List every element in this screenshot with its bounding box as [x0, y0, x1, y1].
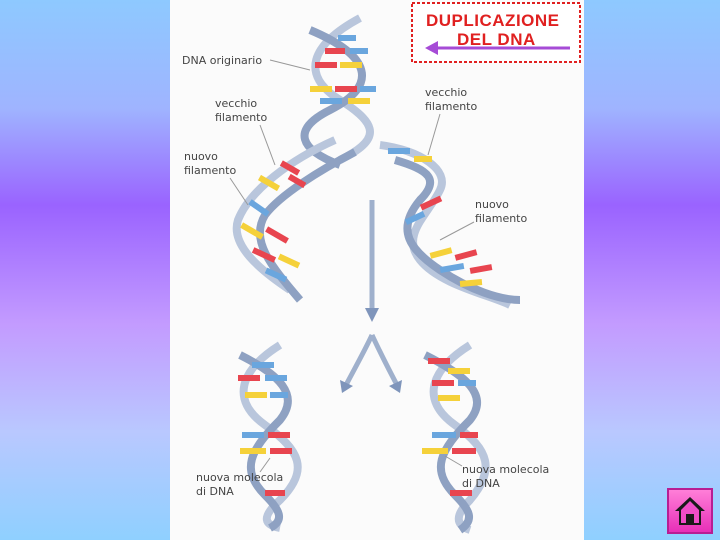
left-replicating-branch [237, 140, 355, 300]
title-line2: DEL DNA [457, 30, 536, 49]
label-new-strand-right: nuovo [475, 198, 509, 211]
label-old-strand-left-2: filamento [215, 111, 267, 124]
label-old-strand-right: vecchio [425, 86, 467, 99]
title-box: DUPLICAZIONE DEL DNA [412, 3, 580, 62]
new-molecule-right [422, 345, 486, 530]
label-new-molecule-left-2: di DNA [196, 485, 234, 498]
label-new-molecule-left: nuova molecola [196, 471, 283, 484]
label-new-molecule-right-2: di DNA [462, 477, 500, 490]
label-new-strand-right-2: filamento [475, 212, 527, 225]
label-new-molecule-right: nuova molecola [462, 463, 549, 476]
label-new-strand-left: nuovo [184, 150, 218, 163]
label-old-strand-right-2: filamento [425, 100, 477, 113]
right-replicating-branch [380, 145, 520, 305]
new-molecule-left [238, 345, 298, 528]
title-line1: DUPLICAZIONE [426, 11, 560, 30]
split-arrow [340, 200, 402, 393]
home-button[interactable] [667, 488, 713, 534]
label-old-strand-left: vecchio [215, 97, 257, 110]
dna-replication-diagram: DUPLICAZIONE DEL DNA [170, 0, 584, 540]
home-icon [669, 490, 711, 532]
label-new-strand-left-2: filamento [184, 164, 236, 177]
diagram-panel: DUPLICAZIONE DEL DNA [170, 0, 584, 540]
label-original-dna: DNA originario [182, 54, 262, 67]
